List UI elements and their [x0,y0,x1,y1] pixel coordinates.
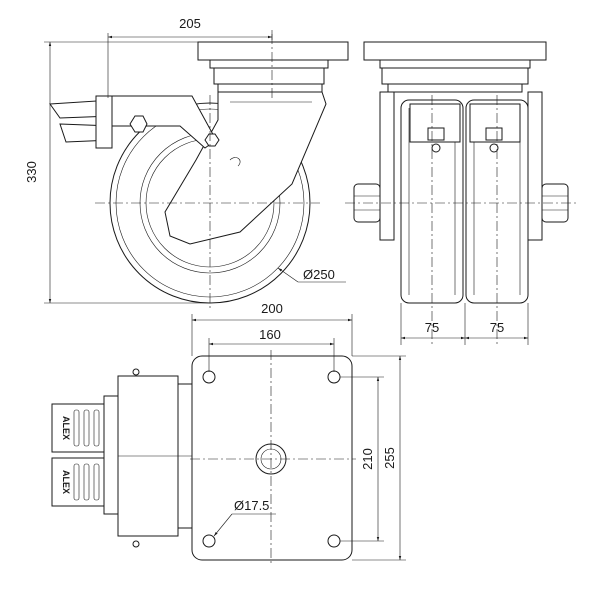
dim-label-wheel-diameter: Ø250 [303,267,335,282]
front-swivel-bearing [381,67,529,85]
front-bearing-race [387,83,523,93]
pedal-slot-1b [83,409,90,447]
brand-text-2: ALEX [61,470,71,494]
pedal-slot-1c [93,409,100,447]
pedal-slot-1a [73,409,80,447]
dim-label-160: 160 [259,327,281,342]
dim-hole-spacing-x: 160 [208,327,335,372]
side-bearing-race [217,83,323,93]
front-top-plate [363,41,547,61]
leader-line [213,513,233,537]
front-pin-left [431,143,441,153]
side-swivel-bearing [213,67,325,85]
side-brake-pivot [95,95,113,149]
front-brake-housing-left [409,103,461,143]
dim-label-hole-diameter: Ø17.5 [234,498,269,513]
dim-wheel-widths: 75 75 [400,303,529,345]
front-view [345,41,578,345]
side-spring [229,157,241,167]
dim-label-200: 200 [261,301,283,316]
dim-plate-length: 255 [352,355,406,561]
dim-label-75-left: 75 [425,320,439,335]
dim-hole-spacing-y: 210 [340,376,384,542]
front-pin-right [489,143,499,153]
dim-label-330: 330 [24,161,39,183]
bolt-hole-br [327,534,341,548]
top-view: ALEX ALEX [51,350,356,566]
side-top-plate [197,41,349,61]
top-fork-pin-bottom [132,540,140,548]
top-brake-pedal-1 [51,403,105,453]
dim-label-205: 205 [179,16,201,31]
bolt-hole-tr [327,370,341,384]
dim-hole-diameter: Ø17.5 [213,498,276,537]
front-swivel-ring [379,59,531,69]
side-hex-bolt-2 [204,133,220,147]
bolt-hole-tl [202,370,216,384]
dim-plate-width: 200 [191,301,353,356]
top-fork-pin-top [132,368,140,376]
front-brake-block-left [427,127,445,141]
pedal-slot-2b [83,463,90,501]
leader-line [277,267,299,283]
side-swivel-ring [209,59,329,69]
dim-label-210: 210 [360,448,375,470]
dim-top-width: 205 [107,16,273,98]
front-fork-leg-left [379,91,395,241]
pedal-slot-2c [93,463,100,501]
front-brake-block-right [485,127,503,141]
dim-label-255: 255 [382,447,397,469]
dim-height: 330 [24,41,210,304]
brand-text-1: ALEX [61,416,71,440]
top-pedal-bracket [103,395,119,515]
dim-wheel-diameter: Ø250 [277,267,346,283]
front-fork-leg-right [527,91,543,241]
top-brake-pedal-2 [51,457,105,507]
side-view [49,34,349,310]
dim-label-75-right: 75 [490,320,504,335]
pedal-slot-2a [73,463,80,501]
bolt-hole-bl [202,534,216,548]
side-hex-bolt-1 [129,115,148,133]
